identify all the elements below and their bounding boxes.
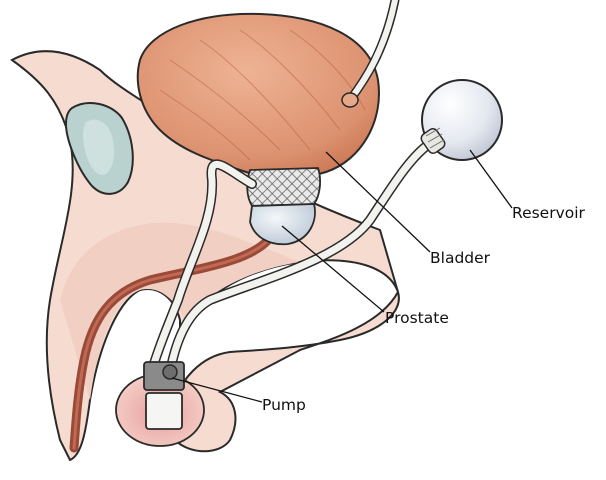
label-reservoir: Reservoir [512, 204, 585, 222]
prostate-cuff [246, 167, 321, 207]
tube-port [341, 92, 359, 108]
pump-body [145, 392, 183, 430]
label-bladder: Bladder [430, 249, 491, 267]
bladder [136, 12, 380, 179]
label-pump: Pump [262, 396, 306, 414]
urethra-highlight [72, 236, 272, 450]
leader-reservoir [469, 149, 513, 209]
pubic-bone-inner [83, 119, 114, 175]
bladder-muscle-lines [159, 29, 366, 161]
leader-prostate [281, 225, 385, 313]
leader-pump [171, 377, 263, 403]
leader-bladder [325, 151, 431, 253]
inner-tissue [60, 222, 300, 400]
label-prostate: Prostate [385, 309, 449, 327]
pump-button [162, 364, 178, 380]
prostate [249, 203, 316, 246]
